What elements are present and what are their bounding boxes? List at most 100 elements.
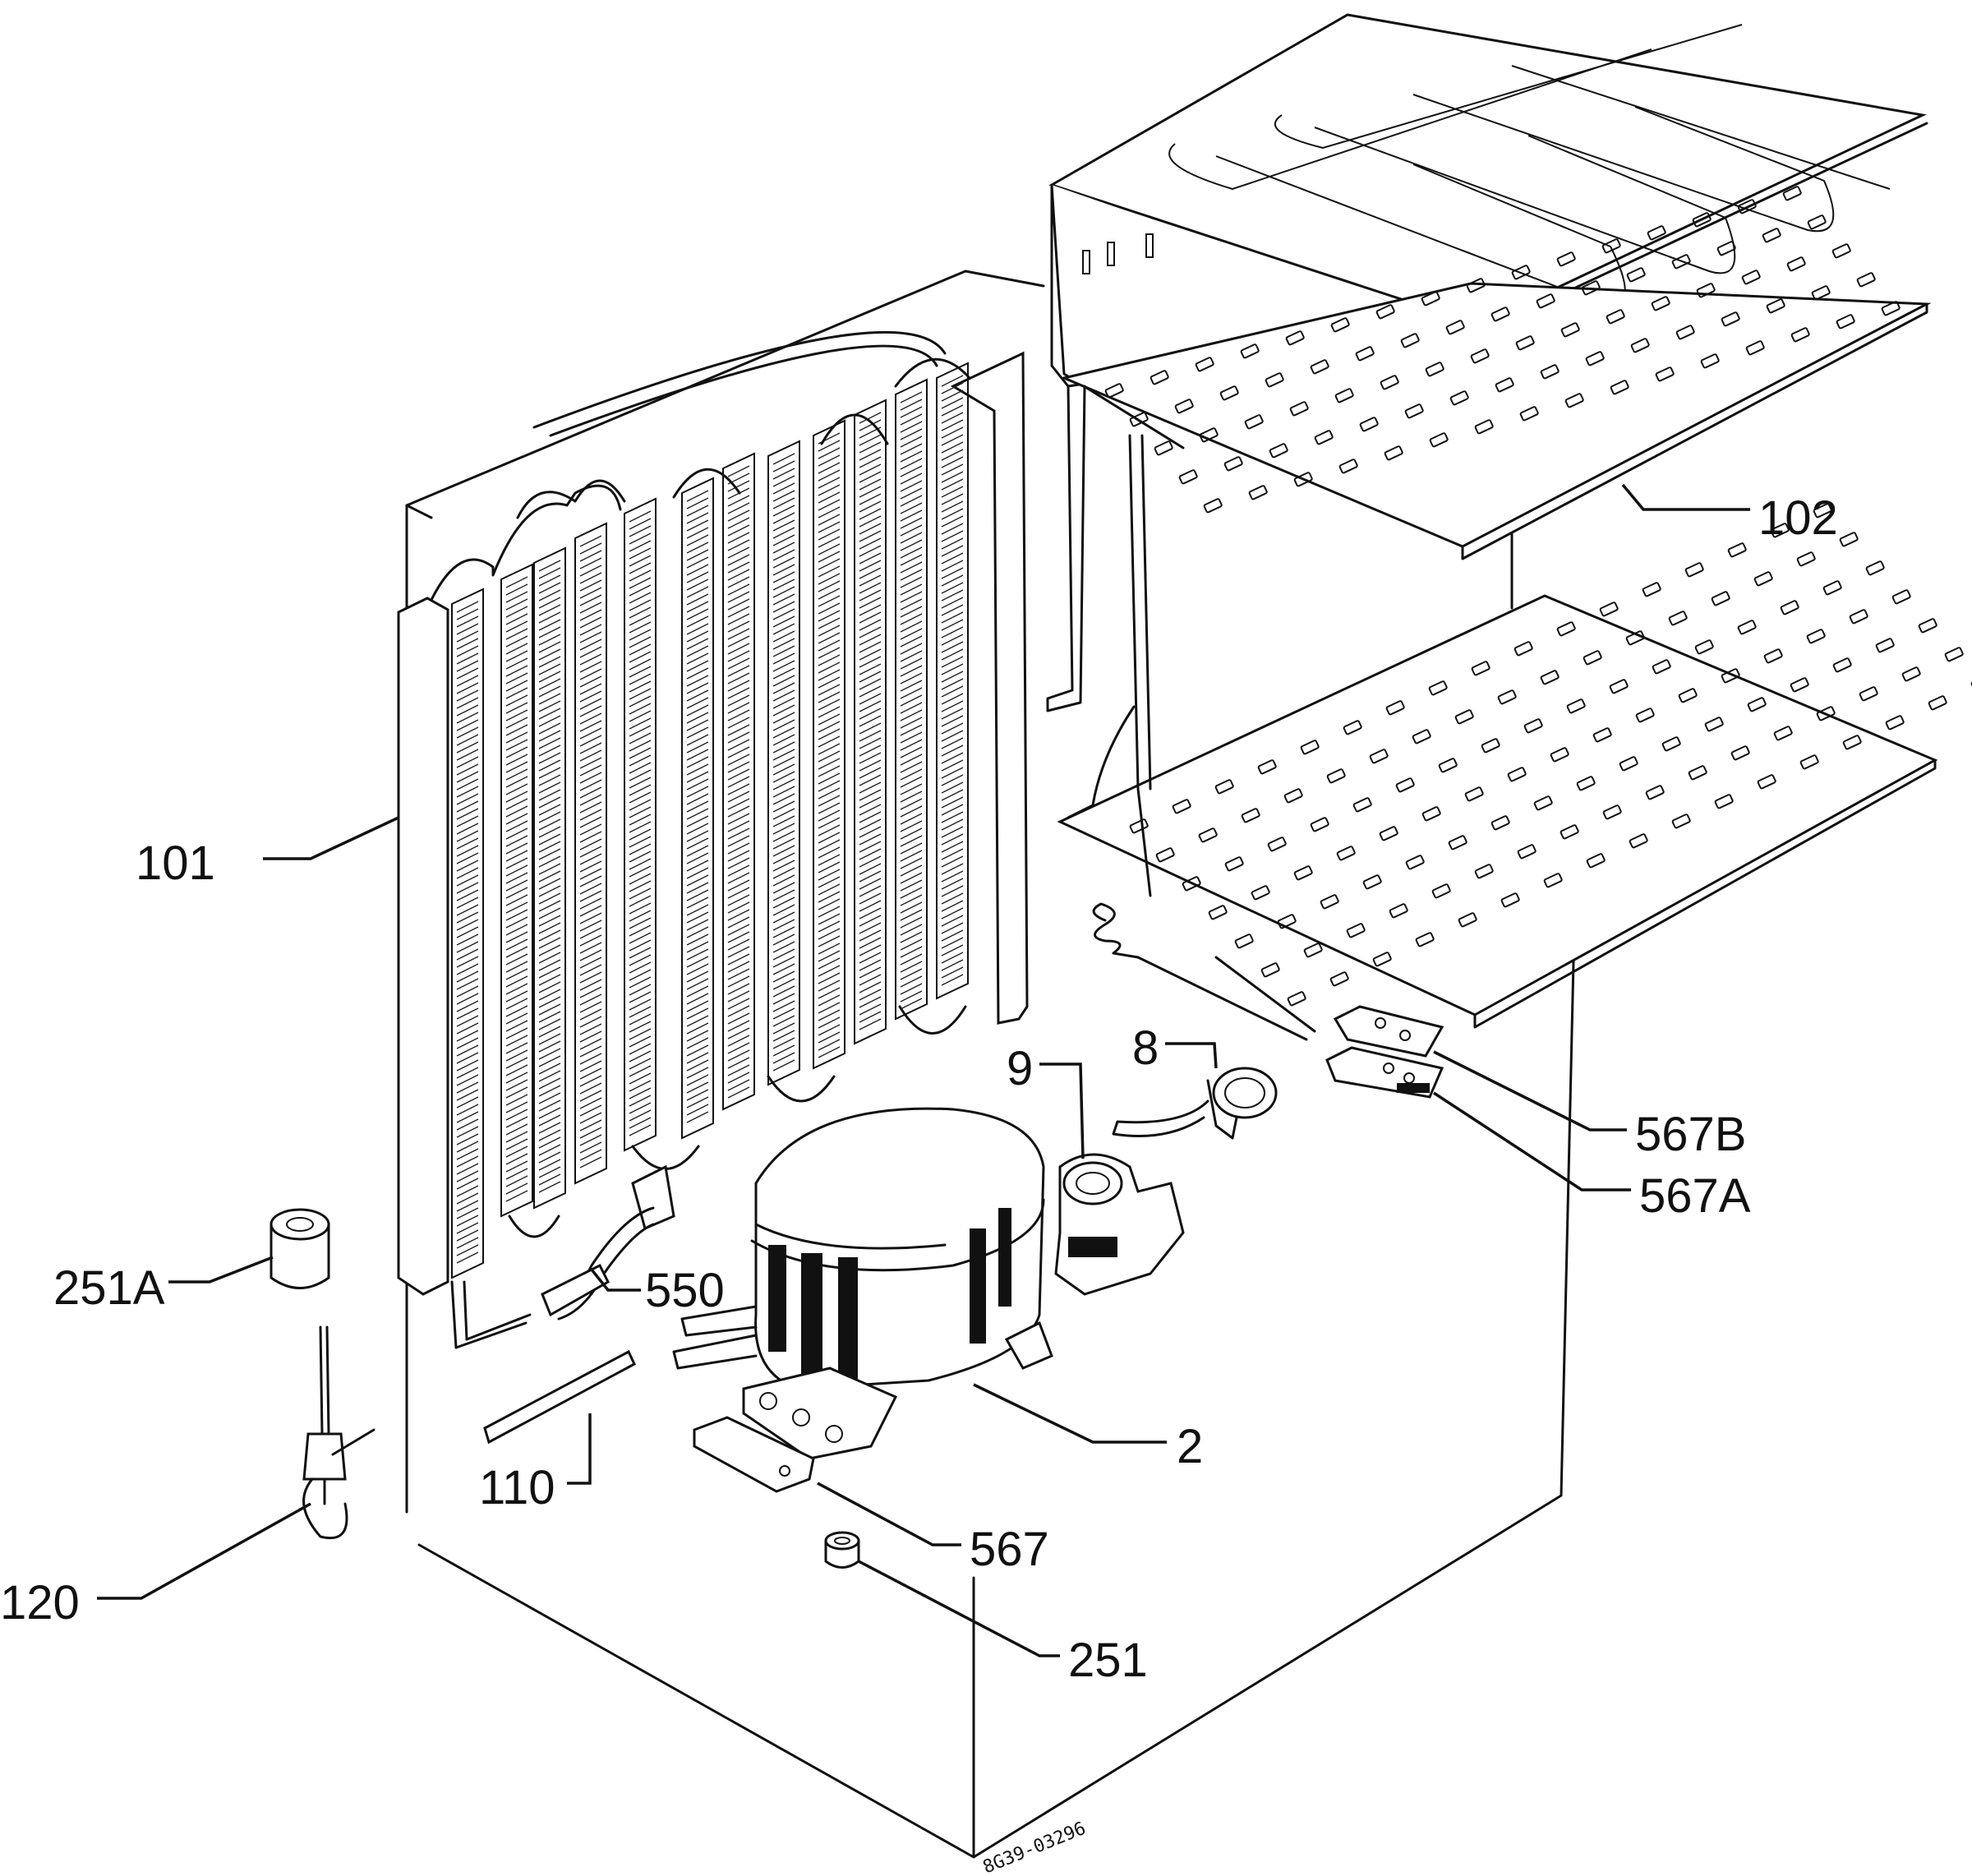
fin-hatch [941, 937, 964, 949]
fin-hatch [629, 895, 652, 907]
fin-hatch [629, 843, 652, 855]
fin-hatch [505, 1079, 528, 1091]
fin-hatch [686, 911, 709, 924]
fin-hatch [900, 413, 923, 426]
fin-hatch [727, 791, 750, 803]
fin-hatch [900, 517, 923, 529]
fin-hatch [859, 944, 882, 956]
shelf-slot [1790, 327, 1810, 343]
fin-hatch [538, 1151, 561, 1164]
fin-hatch [941, 582, 964, 594]
fin-hatch [772, 904, 795, 916]
fin-hatch [900, 546, 923, 559]
shelf-slot [1395, 777, 1415, 793]
fin-hatch [941, 974, 964, 986]
fin-hatch [505, 887, 528, 899]
fin-hatch [505, 798, 528, 810]
fin-hatch [505, 776, 528, 788]
fin-hatch [686, 904, 709, 916]
fin-hatch [941, 966, 964, 979]
shelf-slot [1515, 335, 1535, 351]
fin-hatch [505, 827, 528, 840]
shelf-slot [1241, 808, 1260, 823]
fin-hatch [579, 942, 602, 954]
fin-hatch [859, 774, 882, 786]
fin-hatch [579, 1082, 602, 1095]
fin-hatch [505, 872, 528, 884]
fin-hatch [505, 613, 528, 625]
fin-hatch [456, 1237, 479, 1249]
fin-hatch [772, 1044, 795, 1057]
shelf-slot [1429, 432, 1449, 448]
fin-hatch [505, 598, 528, 611]
fin-hatch [818, 499, 841, 511]
fin-hatch [818, 839, 841, 851]
fin-hatch [538, 1033, 561, 1045]
fin-hatch [456, 1207, 479, 1219]
fin-hatch [727, 1012, 750, 1025]
fin-hatch [900, 731, 923, 744]
fin-hatch [456, 837, 479, 850]
fin-hatch [686, 778, 709, 791]
fin-hatch [900, 561, 923, 574]
shelf-slot [1692, 212, 1712, 228]
fin-hatch [818, 913, 841, 925]
fin-hatch [859, 826, 882, 838]
fin-hatch [727, 746, 750, 758]
shelf-slot [1329, 971, 1349, 987]
fin-hatch [900, 857, 923, 869]
fin-hatch [538, 789, 561, 801]
fin-hatch [579, 1097, 602, 1109]
fin-hatch [859, 597, 882, 609]
fin-hatch [772, 970, 795, 983]
fin-hatch [818, 750, 841, 763]
fin-hatch [538, 848, 561, 860]
fin-hatch [818, 551, 841, 563]
fin-hatch [727, 857, 750, 869]
fin-hatch [538, 1181, 561, 1193]
fin-hatch [859, 560, 882, 572]
shelf-slot [1865, 560, 1885, 576]
fin-hatch [859, 552, 882, 565]
fin-hatch [818, 469, 841, 482]
fin-hatch [505, 583, 528, 596]
fin-hatch [686, 697, 709, 709]
fin-hatch [818, 647, 841, 659]
fin-hatch [727, 1086, 750, 1099]
fin-hatch [772, 475, 795, 487]
fin-hatch [772, 468, 795, 480]
fin-hatch [727, 990, 750, 1003]
fin-hatch [900, 850, 923, 862]
fin-hatch [818, 802, 841, 814]
fin-hatch [772, 512, 795, 524]
fin-hatch [818, 950, 841, 962]
fin-hatch [772, 793, 795, 805]
fin-hatch [686, 689, 709, 702]
fin-hatch [505, 1094, 528, 1106]
fin-hatch [818, 514, 841, 526]
fin-hatch [900, 465, 923, 477]
fin-hatch [538, 1070, 561, 1082]
fin-hatch [505, 975, 528, 988]
fin-hatch [505, 1035, 528, 1047]
fin-hatch [941, 944, 964, 956]
fin-hatch [629, 1050, 652, 1062]
fin-hatch [818, 1031, 841, 1044]
fin-hatch [629, 784, 652, 796]
fin-hatch [629, 1117, 652, 1129]
fin-hatch [686, 675, 709, 687]
fin-hatch [629, 592, 652, 604]
fin-hatch [900, 591, 923, 603]
shelf-slot [1763, 648, 1783, 664]
shelf-slot [1642, 582, 1661, 597]
fin-hatch [941, 389, 964, 402]
shelf-slot [1635, 708, 1655, 723]
fin-hatch [456, 800, 479, 813]
shelf-slot [1721, 311, 1740, 327]
fin-hatch [579, 772, 602, 784]
shelf-slot [1675, 325, 1695, 340]
fin-hatch [818, 883, 841, 896]
fin-hatch [456, 1133, 479, 1145]
fin-hatch [941, 863, 964, 875]
fin-hatch [727, 946, 750, 958]
